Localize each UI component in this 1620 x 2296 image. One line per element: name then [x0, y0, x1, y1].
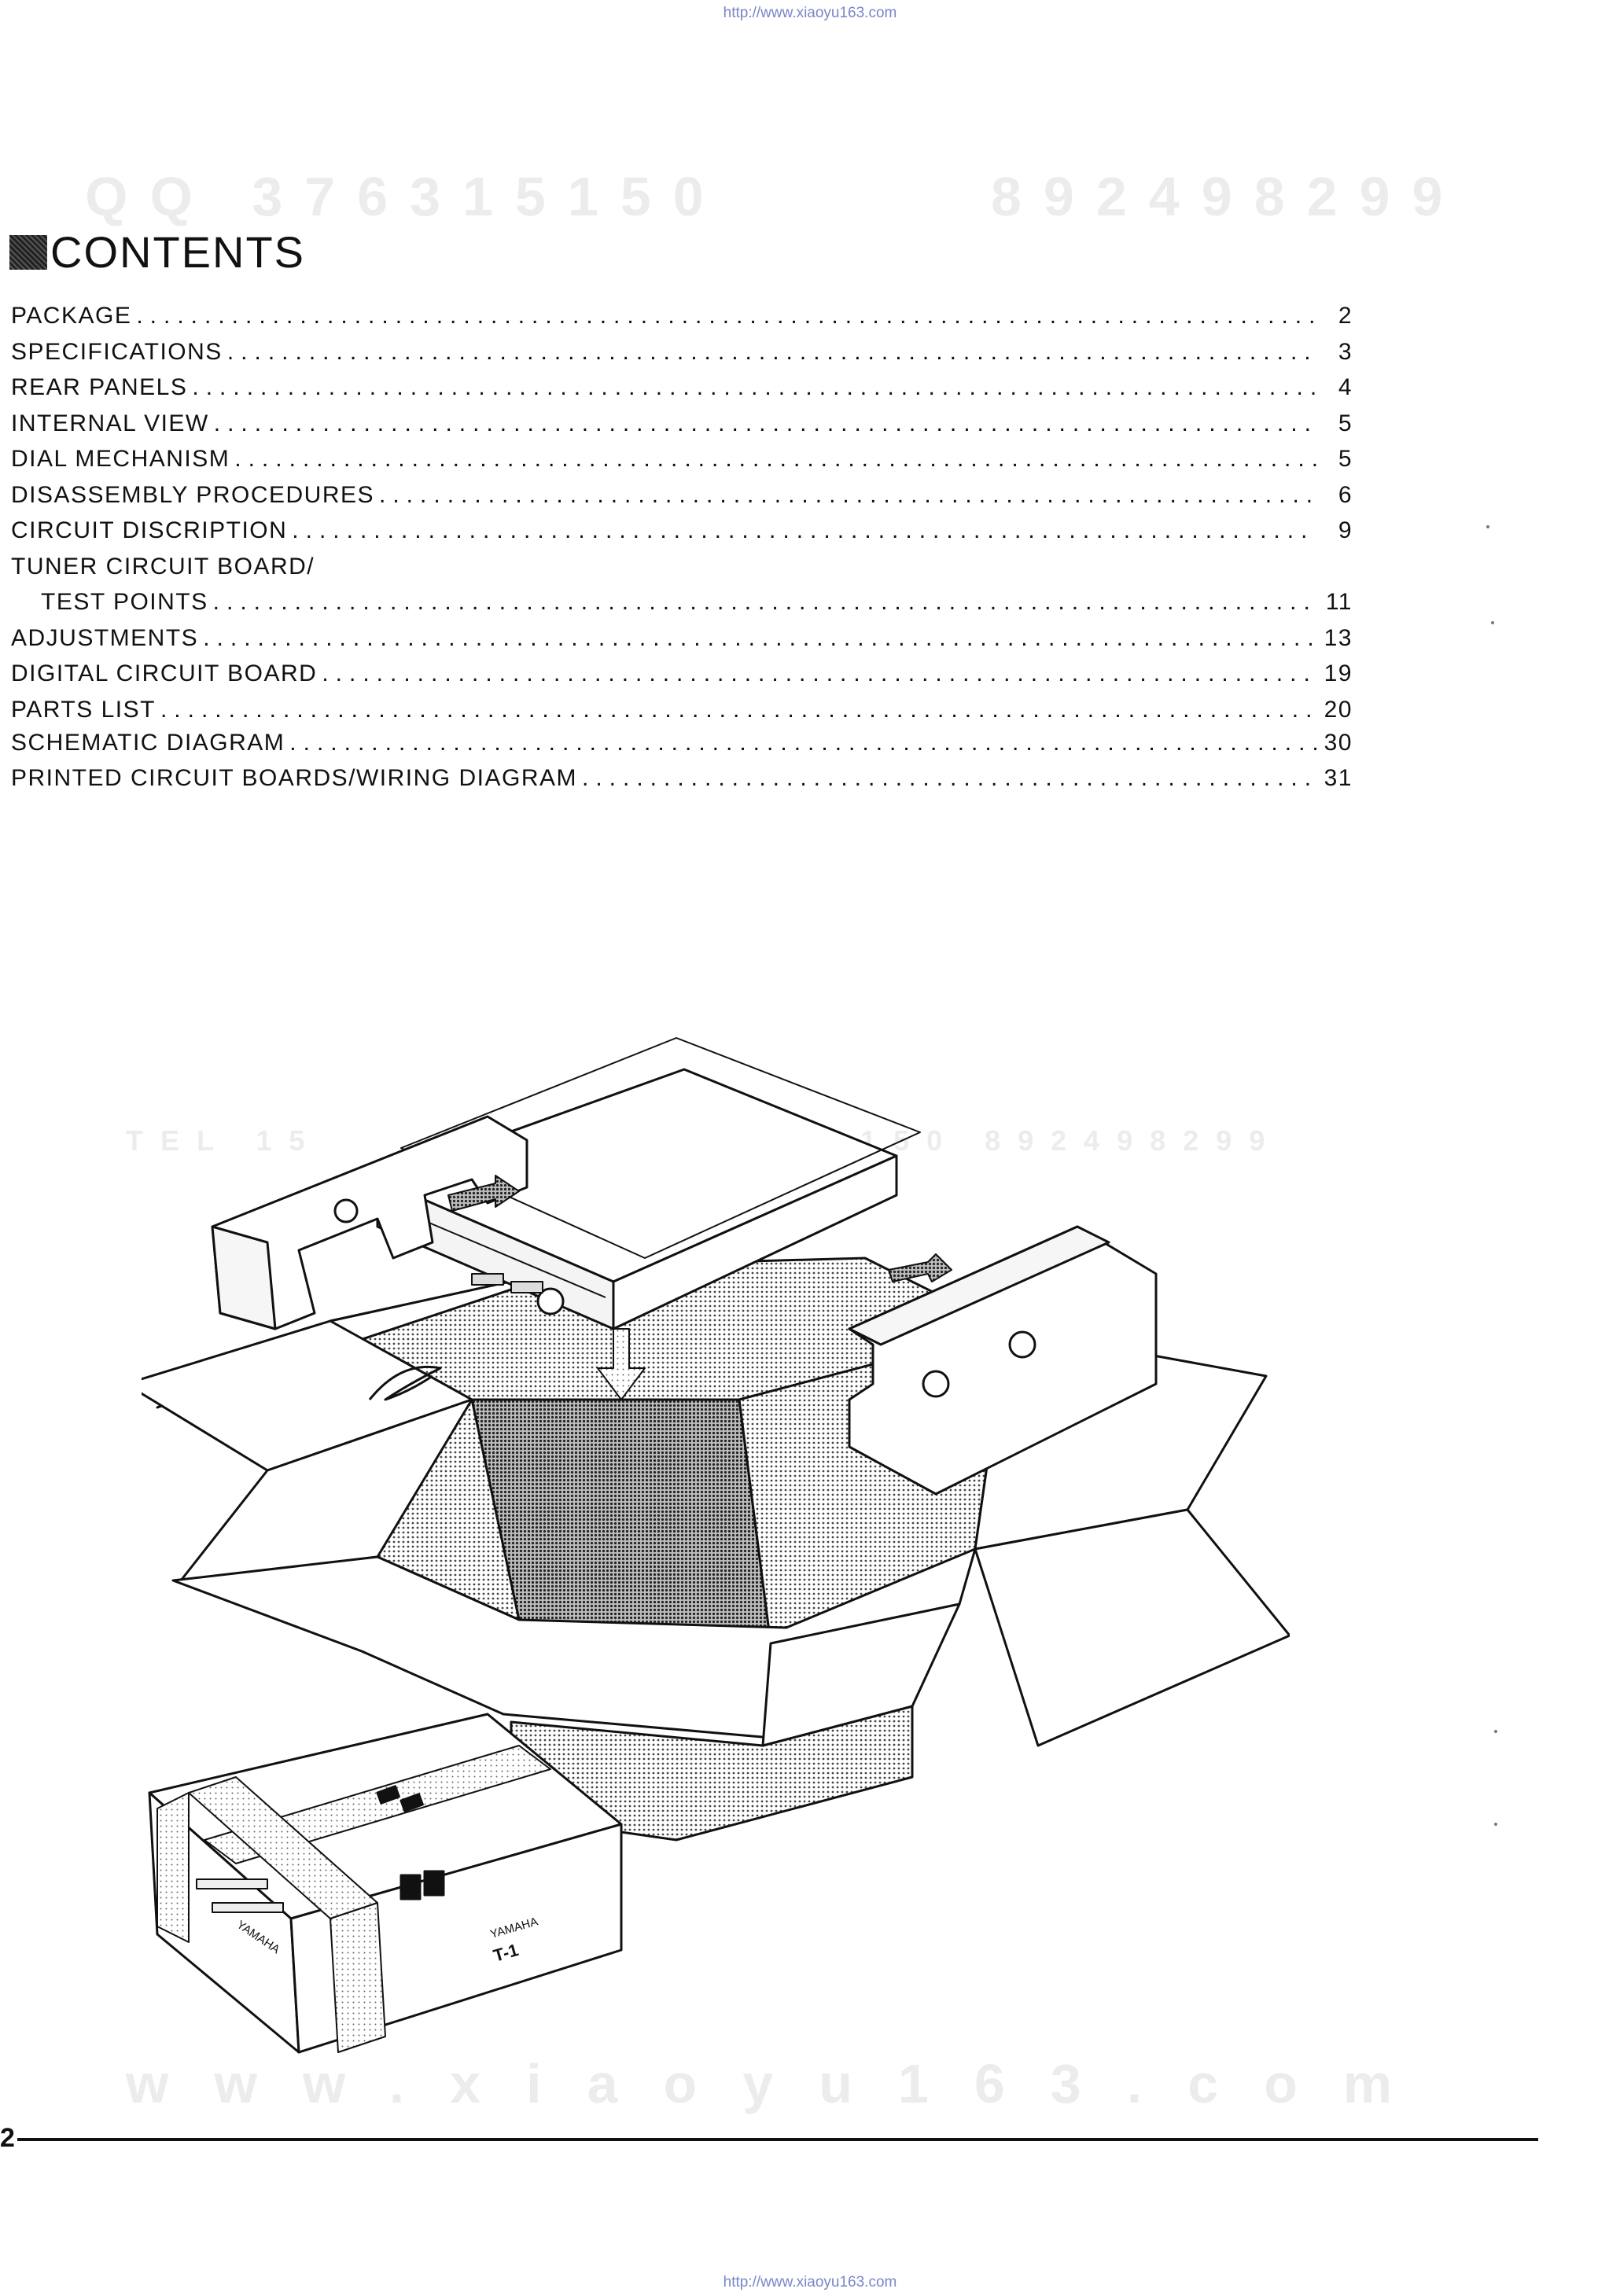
toc-label: CIRCUIT DISCRIPTION [11, 517, 288, 543]
toc-label: TUNER CIRCUIT BOARD/ [11, 553, 315, 580]
toc-entry[interactable]: ADJUSTMENTS 13 [11, 625, 1353, 661]
toc-page: 11 [1325, 589, 1353, 615]
footer-url[interactable]: http://www.xiaoyu163.com [723, 2274, 897, 2290]
package-illustration: YAMAHA T-1 YAMAHA [142, 1037, 1290, 2054]
toc-entry[interactable]: REAR PANELS 4 [11, 374, 1353, 410]
page-title: CONTENTS [50, 227, 305, 277]
watermark-phone: 892498299 [991, 166, 1465, 227]
toc-page: 9 [1338, 517, 1353, 543]
watermark-site: www.xiaoyu163.com [126, 2053, 1438, 2114]
header-url[interactable]: http://www.xiaoyu163.com [723, 5, 897, 21]
toc-page: 5 [1338, 446, 1353, 472]
toc-label: REAR PANELS [11, 374, 188, 400]
toc-label: TEST POINTS [41, 589, 208, 615]
sealed-carton [148, 1713, 623, 2054]
toc-entry[interactable]: DIGITAL CIRCUIT BOARD 19 [11, 660, 1353, 697]
toc-label: INTERNAL VIEW [11, 410, 209, 436]
toc-page: 20 [1324, 696, 1353, 723]
toc-entry[interactable]: PRINTED CIRCUIT BOARDS/WIRING DIAGRAM 31 [11, 765, 1353, 801]
toc-page: 31 [1324, 765, 1353, 791]
toc-page: 30 [1324, 729, 1353, 756]
toc-page: 3 [1338, 338, 1353, 365]
toc-entry[interactable]: PACKAGE 2 [11, 303, 1353, 339]
toc-entry[interactable]: DIAL MECHANISM 5 [11, 446, 1353, 482]
toc-label: PRINTED CIRCUIT BOARDS/WIRING DIAGRAM [11, 765, 577, 791]
watermark-tel-line: TEL 15 [126, 1124, 322, 1157]
toc-label: PARTS LIST [11, 696, 156, 723]
toc-entry[interactable]: PARTS LIST 20 [11, 697, 1353, 730]
toc-page: 5 [1338, 410, 1353, 436]
toc-page: 4 [1338, 374, 1353, 400]
toc-label: SPECIFICATIONS [11, 338, 223, 365]
toc-label: DISASSEMBLY PROCEDURES [11, 481, 375, 508]
toc-entry[interactable]: TEST POINTS 11 [11, 589, 1353, 625]
right-foam-insert [848, 1225, 1158, 1496]
footer-rule [17, 2138, 1538, 2141]
toc-page: 6 [1338, 481, 1353, 508]
table-of-contents: PACKAGE 2 SPECIFICATIONS 3 REAR PANELS 4 IN… [11, 303, 1353, 801]
toc-entry[interactable]: SCHEMATIC DIAGRAM 30 [11, 730, 1353, 766]
toc-entry[interactable]: DISASSEMBLY PROCEDURES 6 [11, 482, 1353, 518]
toc-entry[interactable]: TUNER CIRCUIT BOARD/ [11, 554, 1353, 590]
toc-page: 13 [1324, 624, 1353, 651]
page-number: 2 [0, 2123, 15, 2153]
heading-square-icon [9, 234, 47, 270]
toc-page: 2 [1338, 303, 1353, 329]
toc-label: SCHEMATIC DIAGRAM [11, 729, 285, 756]
toc-label: DIGITAL CIRCUIT BOARD [11, 660, 318, 686]
toc-entry[interactable]: SPECIFICATIONS 3 [11, 339, 1353, 375]
open-carton [142, 1257, 1290, 1842]
toc-entry[interactable]: INTERNAL VIEW 5 [11, 410, 1353, 447]
toc-label: PACKAGE [11, 303, 132, 329]
left-foam-insert [211, 1115, 528, 1330]
toc-label: ADJUSTMENTS [11, 624, 199, 651]
toc-label: DIAL MECHANISM [11, 446, 230, 472]
toc-entry[interactable]: CIRCUIT DISCRIPTION 9 [11, 517, 1353, 554]
contents-heading: CONTENTS [9, 226, 305, 278]
watermark-qq: QQ 376315150 [85, 166, 726, 227]
toc-page: 19 [1324, 660, 1353, 686]
